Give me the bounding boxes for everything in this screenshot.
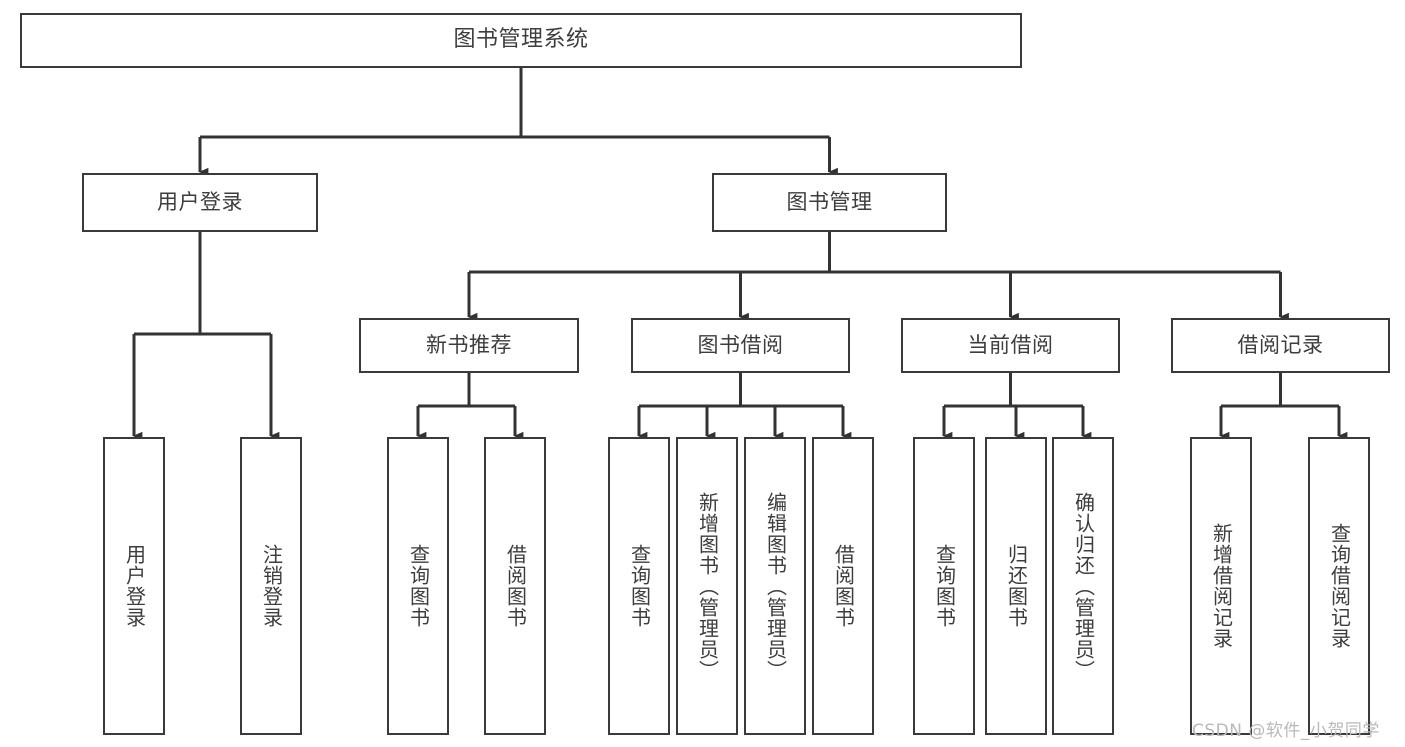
node-root[interactable]: 图书管理系统 bbox=[20, 13, 1022, 68]
node-newbook[interactable]: 新书推荐 bbox=[359, 318, 579, 373]
node-record[interactable]: 借阅记录 bbox=[1171, 318, 1390, 373]
node-record-1[interactable]: 新增借阅记录 bbox=[1190, 437, 1252, 735]
node-current[interactable]: 当前借阅 bbox=[901, 318, 1120, 373]
node-record-2[interactable]: 查询借阅记录 bbox=[1308, 437, 1370, 735]
node-label: 当前借阅 bbox=[967, 332, 1054, 357]
node-label: 用户登录 bbox=[157, 189, 243, 214]
node-label: 新增借阅记录 bbox=[1209, 523, 1234, 649]
node-borrow-2[interactable]: 新增图书（管理员） bbox=[676, 437, 738, 735]
node-current-1[interactable]: 查询图书 bbox=[913, 437, 975, 735]
node-label: 查询图书 bbox=[627, 544, 652, 628]
node-login[interactable]: 用户登录 bbox=[82, 173, 318, 232]
node-borrow-4[interactable]: 借阅图书 bbox=[812, 437, 874, 735]
node-label: 注销登录 bbox=[259, 544, 284, 628]
node-label: 借阅记录 bbox=[1237, 332, 1324, 357]
node-newbook-1[interactable]: 查询图书 bbox=[387, 437, 449, 735]
node-current-2[interactable]: 归还图书 bbox=[985, 437, 1047, 735]
node-label: 图书借阅 bbox=[697, 332, 784, 357]
node-label: 图书管理 bbox=[786, 189, 873, 214]
node-borrow[interactable]: 图书借阅 bbox=[631, 318, 850, 373]
node-newbook-2[interactable]: 借阅图书 bbox=[484, 437, 546, 735]
connector-group bbox=[132, 68, 1348, 441]
node-label: 新增图书（管理员） bbox=[695, 491, 720, 681]
node-label: 编辑图书（管理员） bbox=[763, 491, 788, 681]
node-label: 借阅图书 bbox=[503, 544, 528, 628]
watermark: CSDN @软件_小贺同学 bbox=[1192, 721, 1380, 741]
node-label: 查询借阅记录 bbox=[1327, 523, 1352, 649]
node-login-1[interactable]: 用户登录 bbox=[103, 437, 165, 735]
node-login-2[interactable]: 注销登录 bbox=[240, 437, 302, 735]
node-bookmgmt[interactable]: 图书管理 bbox=[712, 173, 947, 232]
node-label: 图书管理系统 bbox=[453, 27, 589, 53]
node-borrow-3[interactable]: 编辑图书（管理员） bbox=[744, 437, 806, 735]
node-borrow-1[interactable]: 查询图书 bbox=[608, 437, 670, 735]
node-label: 新书推荐 bbox=[426, 332, 512, 357]
node-label: 查询图书 bbox=[406, 544, 431, 628]
node-label: 确认归还（管理员） bbox=[1071, 491, 1096, 681]
node-label: 归还图书 bbox=[1004, 544, 1029, 628]
node-current-3[interactable]: 确认归还（管理员） bbox=[1052, 437, 1114, 735]
node-label: 用户登录 bbox=[122, 544, 147, 628]
node-label: 借阅图书 bbox=[831, 544, 856, 628]
node-label: 查询图书 bbox=[932, 544, 957, 628]
